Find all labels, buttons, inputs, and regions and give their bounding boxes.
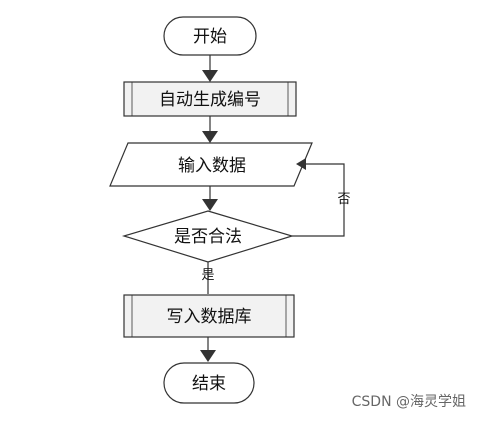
write-label: 写入数据库 bbox=[167, 307, 252, 327]
arrow-head bbox=[296, 158, 306, 170]
yes-label: 是 bbox=[201, 268, 214, 283]
arrow-head bbox=[200, 350, 216, 362]
input-label: 输入数据 bbox=[178, 156, 246, 176]
generate-label: 自动生成编号 bbox=[159, 90, 261, 110]
valid-label: 是否合法 bbox=[174, 227, 242, 247]
input-node: 输入数据 bbox=[109, 142, 313, 187]
watermark-text: CSDN @海灵学姐 bbox=[351, 394, 466, 410]
arrow-head bbox=[202, 199, 218, 211]
end-node: 结束 bbox=[163, 362, 255, 404]
arrow-head bbox=[202, 70, 218, 82]
start-node: 开始 bbox=[163, 16, 257, 56]
arrow-head bbox=[202, 131, 218, 143]
valid-decision-node: 是否合法 bbox=[121, 210, 295, 263]
start-label: 开始 bbox=[193, 27, 227, 47]
end-label: 结束 bbox=[192, 374, 226, 394]
edge-no-loop bbox=[292, 163, 345, 237]
write-node: 写入数据库 bbox=[123, 294, 295, 338]
generate-node: 自动生成编号 bbox=[123, 81, 297, 117]
no-label: 否 bbox=[337, 192, 350, 207]
